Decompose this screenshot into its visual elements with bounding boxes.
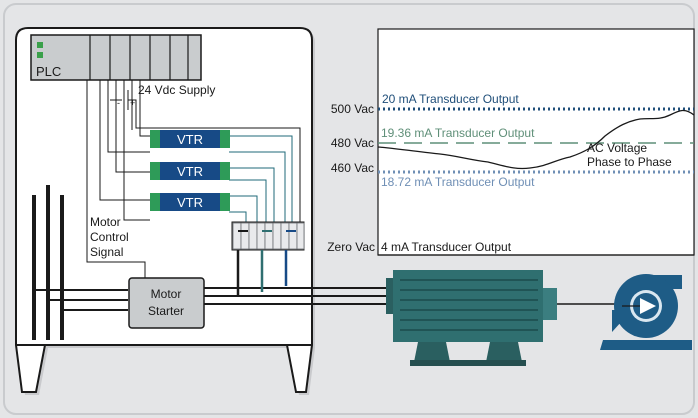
axis-label: 480 Vac (331, 136, 374, 150)
vtr-module: VTR (150, 130, 230, 148)
label-1936ma: 19.36 mA Transducer Output (381, 126, 535, 140)
motor-control-signal: Motor Control Signal (90, 215, 129, 259)
supply-minus: - (117, 98, 120, 108)
label-1872ma: 18.72 mA Transducer Output (381, 175, 535, 189)
axis-label: 460 Vac (331, 161, 374, 175)
label-4ma: 4 mA Transducer Output (381, 240, 512, 254)
vtr-wires (229, 135, 293, 230)
terminal-block (231, 221, 305, 251)
starter-feed (34, 289, 128, 311)
graph-axis-labels: 500 Vac 480 Vac 460 Vac Zero Vac (327, 102, 375, 254)
vtr-module: VTR (150, 162, 230, 180)
dc-supply: - + 24 Vdc Supply (110, 83, 301, 230)
plc-label: PLC (36, 64, 61, 79)
motor-control-signal-label: Signal (90, 245, 123, 259)
motor-cables (204, 250, 392, 305)
motor-starter: Motor Starter (128, 277, 205, 329)
pump-icon (600, 274, 692, 350)
vtr-module: VTR (150, 193, 230, 211)
label-20ma: 20 mA Transducer Output (382, 92, 519, 106)
voltage-graph: 20 mA Transducer Output 19.36 mA Transdu… (377, 28, 695, 256)
plc-led-icon (37, 42, 43, 48)
motor-control-signal-label: Control (90, 230, 129, 244)
vtr-modules: VTR VTR VTR (150, 130, 230, 211)
vtr-label: VTR (177, 195, 203, 210)
trace-label: Phase to Phase (587, 155, 672, 169)
supply-label: 24 Vdc Supply (138, 83, 215, 97)
power-bus (32, 185, 64, 340)
supply-plus: + (130, 98, 135, 108)
plc-led-icon (37, 52, 43, 58)
vtr-label: VTR (177, 132, 203, 147)
trace-label: AC Voltage (587, 141, 647, 155)
plc-rack: PLC (30, 34, 202, 81)
motor-starter-label: Motor (151, 287, 182, 301)
axis-label: Zero Vac (327, 240, 375, 254)
voltage-trace (377, 109, 695, 170)
motor-control-signal-label: Motor (90, 215, 121, 229)
plc-wires (86, 80, 150, 280)
motor-starter-label: Starter (148, 304, 184, 318)
vtr-label: VTR (177, 164, 203, 179)
motor-icon (386, 270, 640, 366)
axis-label: 500 Vac (331, 102, 374, 116)
